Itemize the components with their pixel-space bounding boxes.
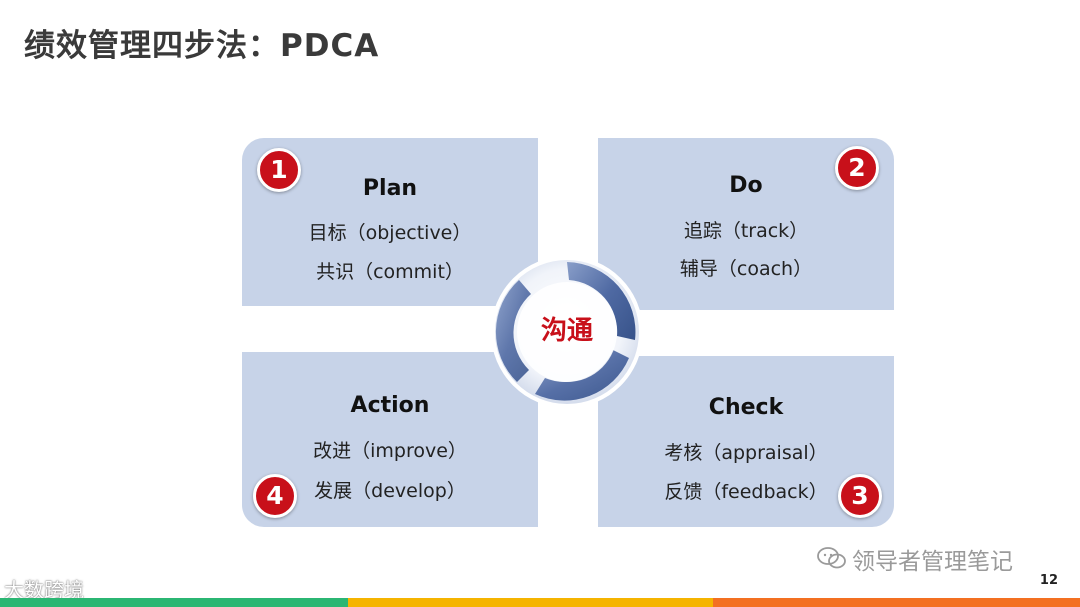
- do-line-1: 追踪（track）: [683, 220, 809, 242]
- plan-line-1: 目标（objective）: [308, 222, 472, 244]
- footer-segment-orange: [713, 598, 1080, 607]
- check-title: Check: [708, 395, 784, 420]
- page-number: 12: [1039, 573, 1058, 588]
- footer-segment-green: [0, 598, 348, 607]
- step-badge-3: 3: [838, 474, 882, 518]
- plan-line-2: 共识（commit）: [316, 261, 464, 283]
- step-badge-4: 4: [253, 474, 297, 518]
- step-badge-1: 1: [257, 148, 301, 192]
- wechat-icon: [817, 547, 846, 569]
- check-line-1: 考核（appraisal）: [664, 442, 828, 464]
- cycle-ring-icon: [491, 256, 643, 408]
- footer-color-bar: [0, 598, 1080, 607]
- action-line-2: 发展（develop）: [314, 480, 466, 502]
- action-title: Action: [350, 393, 430, 418]
- footer-segment-yellow: [348, 598, 713, 607]
- plan-title: Plan: [362, 176, 418, 201]
- slide-title: 绩效管理四步法：PDCA: [24, 28, 380, 64]
- check-line-2: 反馈（feedback）: [664, 481, 828, 503]
- watermark-text: 领导者管理笔记: [852, 549, 1013, 575]
- step-badge-2: 2: [835, 146, 879, 190]
- do-line-2: 辅导（coach）: [679, 258, 813, 280]
- do-title: Do: [729, 173, 763, 198]
- action-line-1: 改进（improve）: [313, 440, 467, 462]
- hub-label: 沟通: [540, 316, 593, 346]
